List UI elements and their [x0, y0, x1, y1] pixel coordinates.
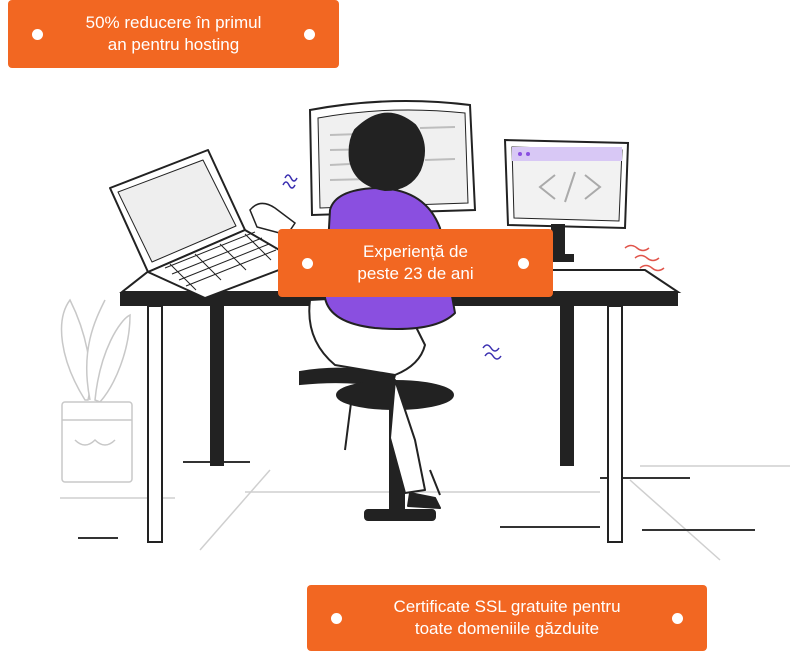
ssl-certificate-line-2: toate domeniile găzduite [414, 619, 600, 638]
dot-icon [518, 257, 529, 269]
code-tag-icon [538, 171, 602, 203]
squiggle-icon [282, 174, 665, 360]
dot-icon [331, 612, 342, 624]
experience-text: Experiență de peste 23 de ani [305, 241, 525, 285]
plant [60, 298, 133, 483]
ssl-certificate-badge: Certificate SSL gratuite pentru toate do… [307, 585, 707, 651]
experience-badge: Experiență de peste 23 de ani [278, 229, 553, 297]
dot-icon [302, 257, 313, 269]
hosting-discount-line-2: an pentru hosting [107, 35, 240, 54]
hosting-discount-text: 50% reducere în primul an pentru hosting [34, 12, 314, 56]
dot-icon [32, 28, 43, 40]
experience-line-2: peste 23 de ani [357, 264, 474, 283]
hosting-discount-badge: 50% reducere în primul an pentru hosting [8, 0, 339, 68]
hosting-discount-line-1: 50% reducere în primul [85, 13, 262, 32]
ssl-certificate-text: Certificate SSL gratuite pentru toate do… [341, 596, 672, 640]
laptop [109, 149, 301, 299]
dot-icon [672, 612, 683, 624]
experience-line-1: Experiență de [363, 242, 468, 261]
side-monitor [503, 138, 630, 262]
dot-icon [304, 28, 315, 40]
ssl-certificate-line-1: Certificate SSL gratuite pentru [393, 597, 621, 616]
